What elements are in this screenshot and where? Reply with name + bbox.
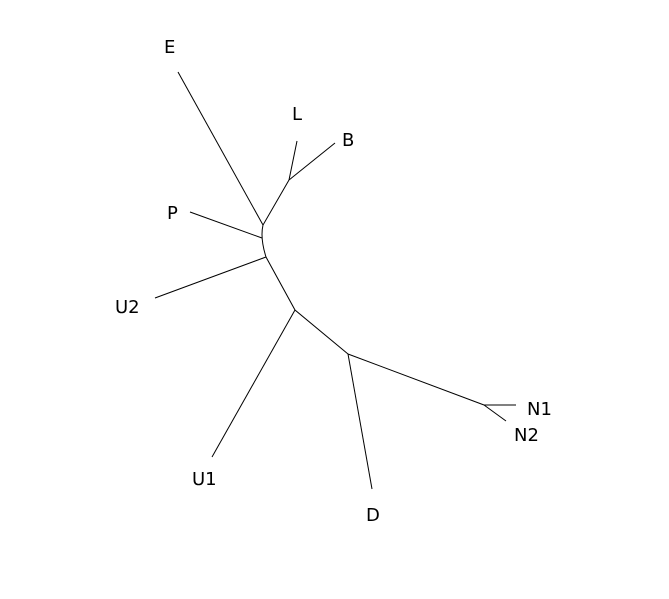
tip-label-u1: U1: [192, 469, 217, 490]
tip-label-u2: U2: [115, 297, 140, 318]
tip-labels: E L B P U2 U1 D N1 N2: [115, 37, 552, 526]
branch-n2: [483, 404, 507, 422]
branch-e: [177, 71, 264, 226]
branch-p: [189, 211, 263, 239]
tip-label-d: D: [366, 505, 380, 526]
tip-label-b: B: [342, 130, 354, 151]
branch-l: [288, 140, 298, 181]
tip-label-l: L: [292, 104, 302, 125]
branch-n-stem: [347, 353, 485, 406]
branch-u2: [154, 256, 267, 299]
internal-branches: [261, 179, 349, 355]
tip-label-n2: N2: [514, 425, 539, 446]
tip-label-e: E: [164, 37, 175, 58]
branch-d: [347, 353, 373, 490]
terminal-branches: [154, 71, 516, 490]
branch-b: [288, 142, 336, 181]
branch-u1: [211, 309, 296, 458]
branch-backbone: [261, 179, 349, 355]
tip-label-p: P: [167, 203, 178, 224]
tip-label-n1: N1: [527, 399, 552, 420]
